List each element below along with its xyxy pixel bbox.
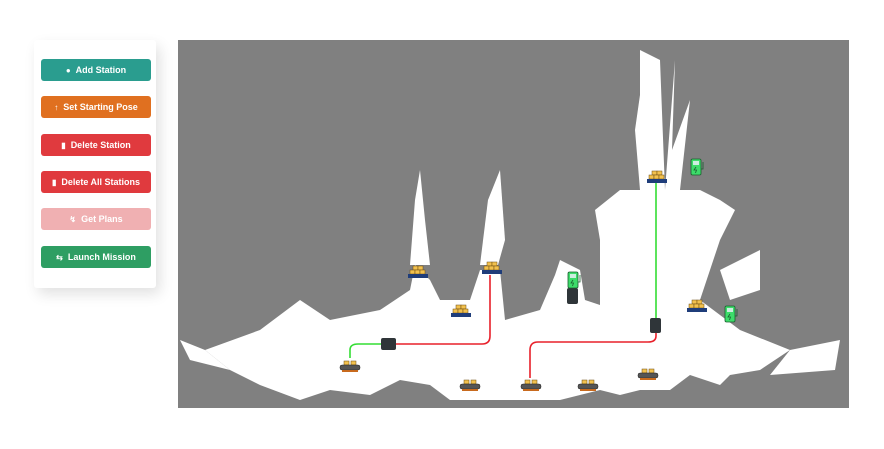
free-space [180, 50, 840, 400]
add-station-button[interactable]: ●Add Station [41, 59, 151, 81]
map-canvas[interactable] [178, 40, 849, 408]
trash-icon: ▮ [61, 140, 66, 150]
conveyor-station-icon[interactable] [339, 360, 361, 372]
charging-station-icon[interactable] [690, 158, 704, 176]
map-pin-icon: ● [65, 65, 71, 75]
charging-station-icon[interactable] [724, 305, 738, 323]
shelf-station-icon[interactable] [687, 299, 707, 312]
completed-path [349, 343, 382, 358]
shelf-station-icon[interactable] [647, 170, 667, 183]
robot-icon[interactable] [567, 288, 578, 304]
robot-icon[interactable] [381, 338, 396, 350]
delete-all-stations-button[interactable]: ▮Delete All Stations [41, 171, 151, 193]
planned-path [529, 333, 657, 378]
occupancy-map[interactable] [178, 40, 849, 408]
conveyor-station-icon[interactable] [637, 368, 659, 380]
conveyor-station-icon[interactable] [520, 379, 542, 391]
shelf-station-icon[interactable] [482, 261, 502, 274]
shelf-station-icon[interactable] [451, 304, 471, 317]
conveyor-station-icon[interactable] [577, 379, 599, 391]
get-plans-button[interactable]: ↯Get Plans [41, 208, 151, 230]
launch-mission-button[interactable]: ⇆Launch Mission [41, 246, 151, 268]
charging-station-icon[interactable] [567, 271, 581, 289]
arrow-up-icon: ↑ [54, 102, 59, 112]
robots [381, 288, 661, 350]
robot-icon[interactable] [650, 318, 661, 333]
delete-station-button[interactable]: ▮Delete Station [41, 134, 151, 156]
repeat-icon: ⇆ [56, 252, 63, 262]
robot-paths [349, 183, 657, 378]
shelf-station-icon[interactable] [408, 265, 428, 278]
trash-icon: ▮ [51, 177, 57, 187]
control-panel: ●Add Station ↑Set Starting Pose ▮Delete … [34, 40, 156, 288]
route-icon: ↯ [69, 214, 77, 224]
set-starting-pose-button[interactable]: ↑Set Starting Pose [41, 96, 151, 118]
planned-path [396, 275, 491, 345]
conveyor-station-icon[interactable] [459, 379, 481, 391]
